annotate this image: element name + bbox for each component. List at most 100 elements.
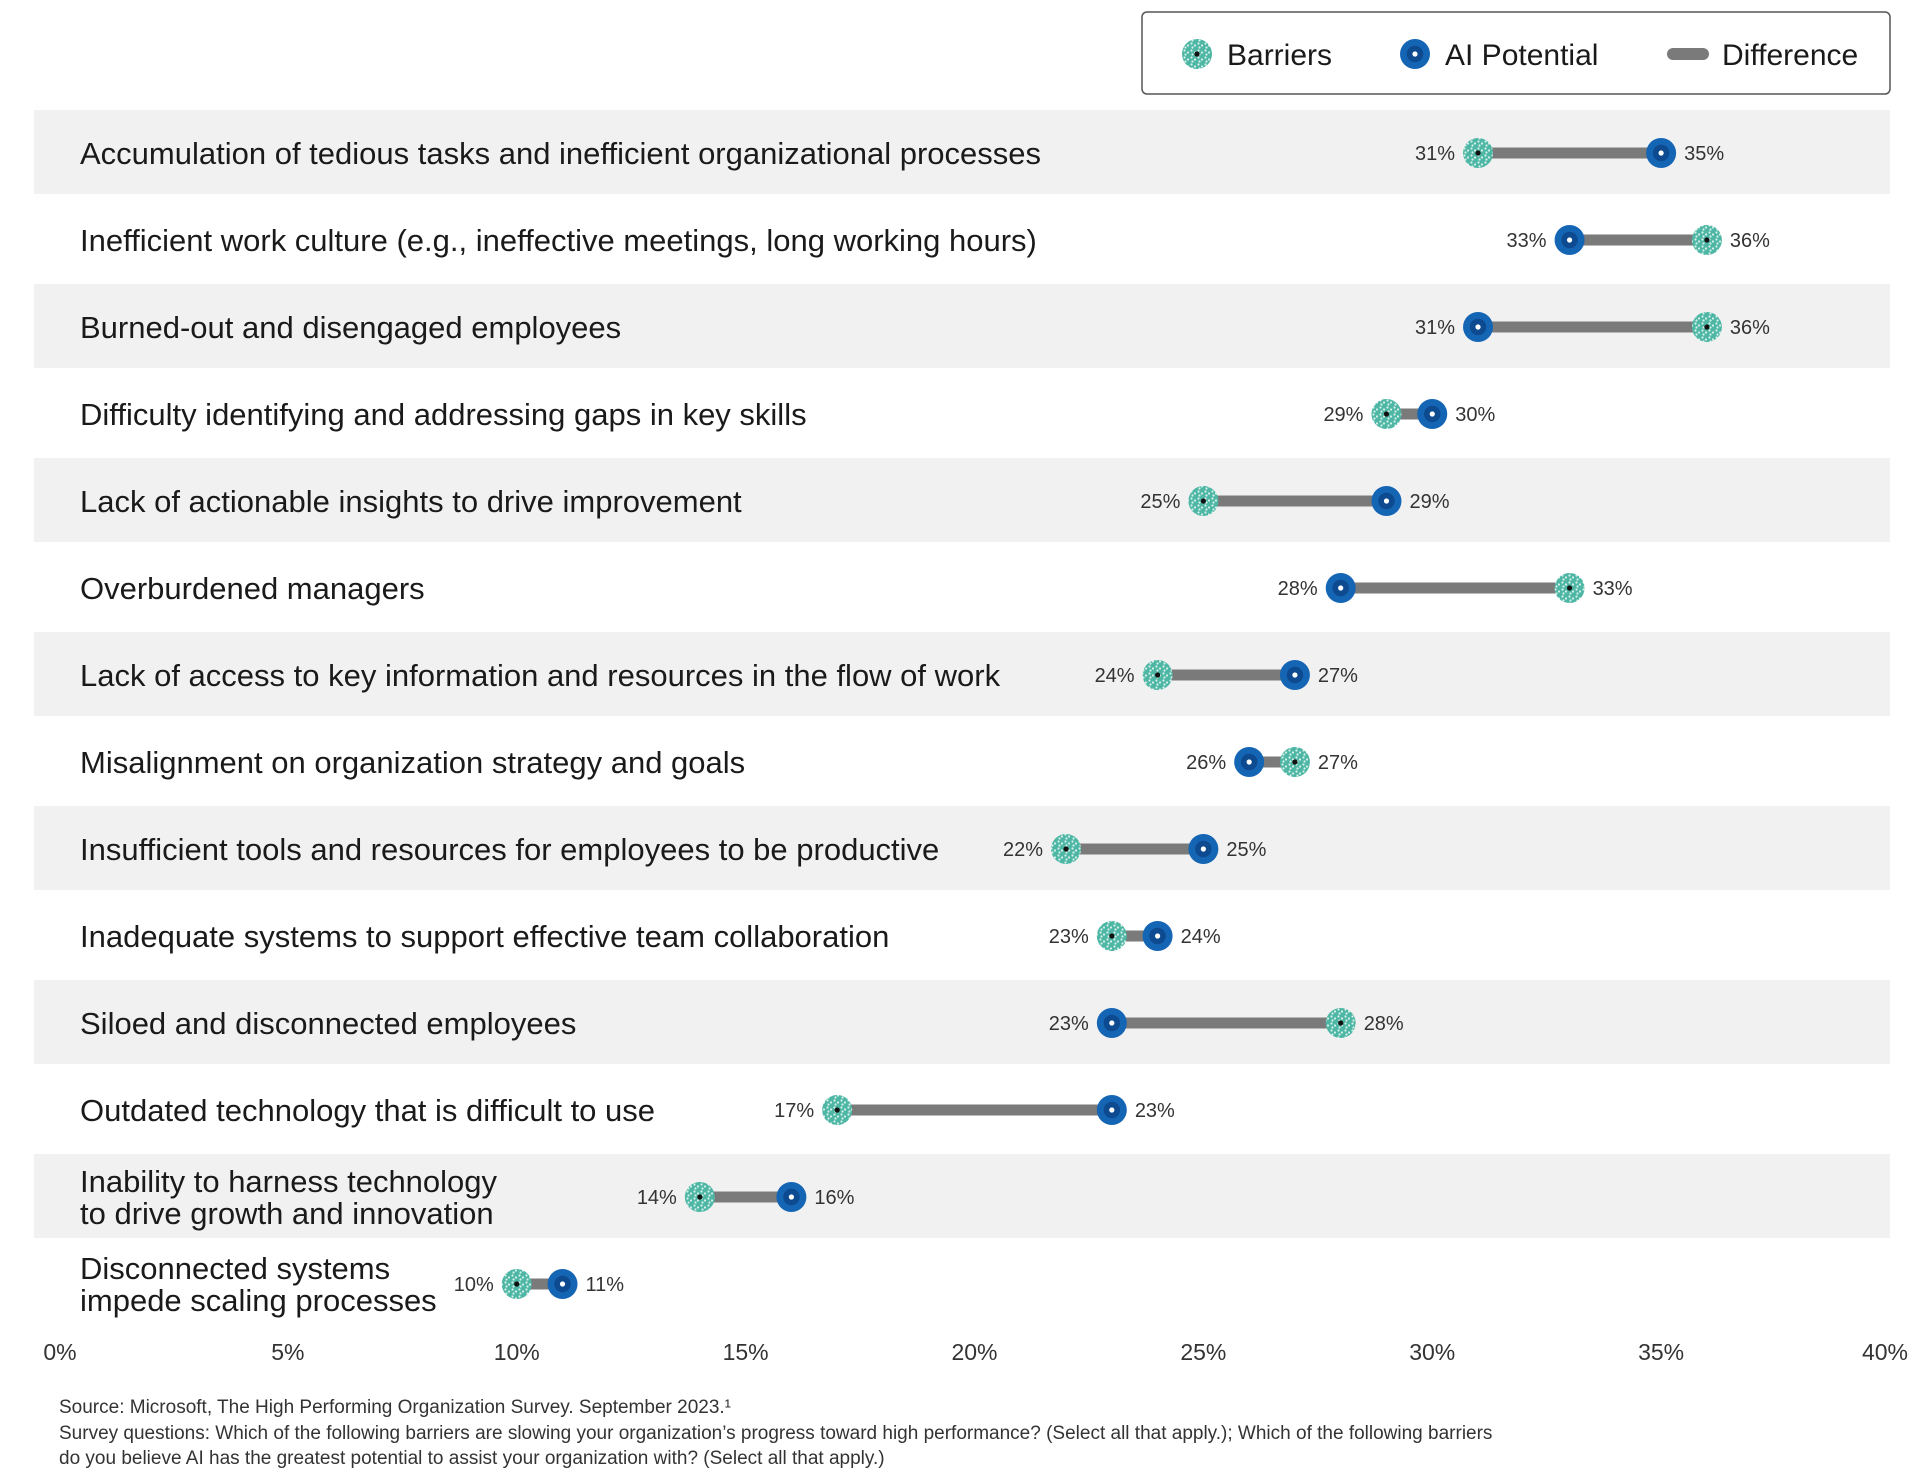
ai-potential-point (1554, 225, 1585, 255)
ai-potential-value-label: 27% (1318, 665, 1358, 687)
chart-row: Lack of access to key information and re… (34, 632, 1890, 716)
row-band (34, 632, 1890, 716)
ai-potential-point (1188, 834, 1219, 864)
x-tick-label: 10% (494, 1339, 540, 1365)
x-tick-label: 40% (1862, 1339, 1908, 1365)
ai-dot-center (1109, 1020, 1115, 1026)
ai-potential-value-label: 16% (814, 1187, 854, 1209)
ai-dot-center (1383, 498, 1390, 504)
legend-box (1141, 11, 1891, 95)
barriers-dot-center (1566, 585, 1573, 591)
barriers-point (1371, 399, 1402, 429)
row-band (34, 1154, 1890, 1238)
ai-potential-value-label: 23% (1049, 1013, 1089, 1035)
legend-label-ai: AI Potential (1445, 39, 1598, 72)
barriers-dot-center (1475, 150, 1481, 156)
ai-potential-value-label: 31% (1415, 317, 1455, 339)
ai-dot-center (1412, 51, 1418, 57)
x-tick-label: 25% (1180, 1339, 1226, 1365)
chart-row: Accumulation of tedious tasks and ineffi… (34, 110, 1890, 194)
barriers-point (1142, 660, 1173, 690)
barriers-point (1188, 486, 1219, 516)
x-axis: 0%5%10%15%20%25%30%35%40% (43, 1339, 1908, 1365)
x-tick-label: 15% (723, 1339, 769, 1365)
category-label: Outdated technology that is difficult to… (80, 1093, 655, 1128)
barriers-point (1554, 573, 1585, 603)
chart-row: Outdated technology that is difficult to… (80, 1093, 1175, 1128)
chart-row: Lack of actionable insights to drive imp… (34, 458, 1890, 542)
barriers-value-label: 22% (1003, 839, 1043, 861)
barriers-dot-center (1704, 324, 1710, 330)
ai-potential-point (1463, 312, 1494, 342)
x-tick-label: 20% (951, 1339, 997, 1365)
x-tick-label: 0% (43, 1339, 76, 1365)
category-label: Disconnected systems (80, 1251, 390, 1286)
barriers-value-label: 33% (1593, 578, 1633, 600)
ai-potential-point (1417, 399, 1448, 429)
barriers-dot-center (1704, 237, 1710, 243)
row-band (34, 458, 1890, 542)
barriers-dot-center (1200, 498, 1206, 504)
barriers-value-label: 31% (1415, 143, 1455, 165)
ai-potential-point (1142, 921, 1173, 951)
ai-potential-value-label: 23% (1135, 1100, 1175, 1122)
ai-potential-value-label: 25% (1226, 839, 1266, 861)
ai-dot-center (788, 1194, 795, 1200)
barriers-dot-center (1155, 672, 1161, 678)
ai-dot-center (1109, 1107, 1115, 1113)
ai-potential-point (1096, 1095, 1127, 1125)
ai-dot-center (1658, 150, 1664, 156)
source-note: Source: Microsoft, The High Performing O… (59, 1397, 731, 1418)
category-label: Misalignment on organization strategy an… (80, 745, 745, 780)
chart-row: Inadequate systems to support effective … (80, 919, 1221, 954)
ai-potential-value-label: 11% (586, 1274, 625, 1296)
ai-potential-point (1646, 138, 1677, 168)
ai-dot-center (1292, 672, 1298, 678)
chart-row: Siloed and disconnected employees 28% 23% (34, 980, 1890, 1064)
survey-note-line-2: do you believe AI has the greatest poten… (59, 1448, 885, 1469)
barriers-dot-center (1383, 411, 1390, 417)
ai-dot-center (1566, 237, 1573, 243)
category-label: Siloed and disconnected employees (80, 1006, 576, 1041)
ai-dot-center (1429, 411, 1435, 417)
barriers-point (1279, 747, 1310, 777)
chart-row: Difficulty identifying and addressing ga… (80, 397, 1495, 432)
ai-potential-value-label: 29% (1409, 491, 1449, 513)
barriers-point (1691, 312, 1722, 342)
ai-dot-center (1200, 846, 1206, 852)
barriers-dot-center (834, 1107, 840, 1113)
barriers-value-label: 27% (1318, 752, 1358, 774)
x-tick-label: 30% (1409, 1339, 1455, 1365)
category-label: Burned-out and disengaged employees (80, 310, 621, 345)
ai-potential-point (1325, 573, 1356, 603)
ai-dot-center (1338, 585, 1344, 591)
barriers-value-label: 28% (1364, 1013, 1404, 1035)
category-label: Accumulation of tedious tasks and ineffi… (80, 136, 1041, 171)
barriers-dot-center (1292, 759, 1298, 765)
row-band (34, 806, 1890, 890)
barriers-point (822, 1095, 853, 1125)
ai-dot-center (1155, 933, 1161, 939)
row-band (34, 980, 1890, 1064)
category-label: Overburdened managers (80, 571, 425, 606)
legend-label-diff: Difference (1722, 39, 1858, 72)
ai-potential-value-label: 24% (1181, 926, 1221, 948)
survey-note-line-1: Survey questions: Which of the following… (59, 1423, 1493, 1444)
category-label: Insufficient tools and resources for emp… (80, 832, 939, 867)
x-tick-label: 35% (1638, 1339, 1684, 1365)
barriers-point (1463, 138, 1494, 168)
barriers-value-label: 29% (1323, 404, 1363, 426)
category-label: Inefficient work culture (e.g., ineffect… (80, 223, 1037, 258)
chart-row: Misalignment on organization strategy an… (80, 745, 1358, 780)
category-label: Inadequate systems to support effective … (80, 919, 889, 954)
ai-dot-center (559, 1281, 566, 1287)
barriers-dot-center (1063, 846, 1069, 852)
ai-potential-point (776, 1182, 807, 1212)
legend-barriers-icon (1182, 39, 1212, 69)
ai-potential-point (547, 1269, 578, 1299)
